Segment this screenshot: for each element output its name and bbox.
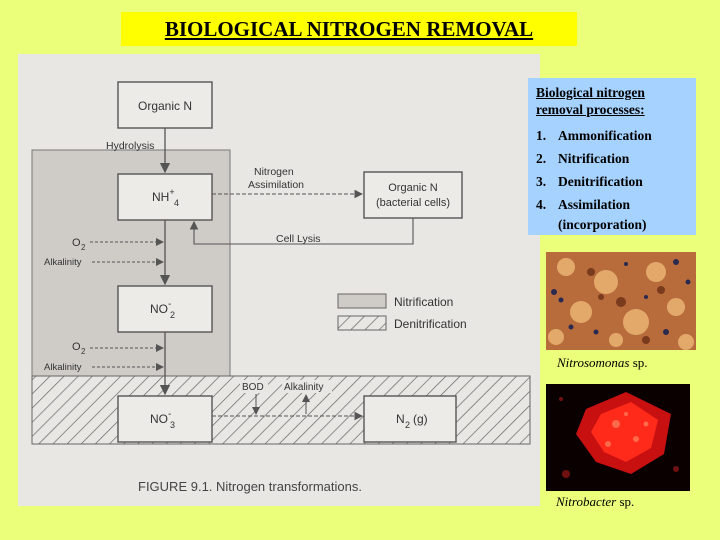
cell-lysis-label: Cell Lysis	[276, 233, 321, 245]
n2-suffix: (g)	[413, 412, 428, 426]
assimilation-label: Assimilation	[248, 179, 304, 191]
hydrolysis-label: Hydrolysis	[106, 140, 154, 152]
o2-sub-2: 2	[81, 347, 86, 356]
processes-heading: Biological nitrogen removal processes:	[536, 85, 645, 117]
alkalinity-label-1: Alkalinity	[44, 257, 82, 268]
no2-box	[117, 285, 213, 333]
alkalinity-label-2: Alkalinity	[44, 362, 82, 373]
nh4-subscript: 4	[174, 198, 179, 208]
nitrobacter-texture	[546, 384, 690, 491]
o2-sub-1: 2	[81, 243, 86, 252]
bacterial-cells-label-2: (bacterial cells)	[376, 197, 450, 209]
processes-info-box: Biological nitrogen removal processes: 1…	[528, 78, 696, 235]
process-item: 3.Denitrification	[536, 174, 643, 189]
nitrosomonas-caption: Nitrosomonas sp.	[557, 355, 648, 370]
nitrogen-transformations-figure: Organic N NH+ 4 NO- 2 NO- 3 N 2 (g) Orga…	[18, 54, 540, 506]
slide-title: BIOLOGICAL NITROGEN REMOVAL	[164, 16, 534, 41]
process-item: 1.Ammonification	[536, 128, 652, 143]
alkalinity-out-bg	[282, 380, 332, 393]
organic-n-label: Organic N	[138, 99, 192, 113]
no3-subscript: 3	[170, 420, 175, 430]
n2-label: N	[396, 412, 405, 426]
no2-subscript: 2	[170, 310, 175, 320]
process-item: 4.Assimilation(incorporation)	[536, 197, 647, 232]
bod-label-bg	[240, 380, 268, 393]
legend-nitrification-label: Nitrification	[394, 295, 453, 309]
bacterial-cells-label-1: Organic N	[388, 182, 438, 194]
process-item: 2.Nitrification	[536, 151, 630, 166]
legend-denitrification-swatch	[337, 315, 387, 331]
legend-nitrification-swatch	[337, 293, 387, 309]
nitrosomonas-texture	[546, 252, 696, 350]
nitrogen-label: Nitrogen	[254, 166, 294, 178]
arrow-cell-lysis	[189, 218, 414, 245]
n2-subscript: 2	[405, 420, 410, 430]
no2-label: NO-	[150, 299, 171, 316]
processes-list: 1.Ammonification 2.Nitrification 3.Denit…	[536, 124, 652, 235]
nitrobacter-micrograph	[546, 384, 690, 491]
no3-label: NO-	[150, 409, 171, 426]
nh4-label: NH+	[152, 187, 175, 204]
bod-label: BOD	[242, 382, 264, 393]
n2-box	[363, 395, 457, 443]
figure-svg: Organic N NH+ 4 NO- 2 NO- 3 N 2 (g) Orga…	[31, 81, 531, 494]
legend-denitrification-label: Denitrification	[394, 317, 467, 331]
o2-label-1: O	[72, 237, 81, 249]
alkalinity-out-label: Alkalinity	[284, 382, 323, 393]
no3-box	[117, 395, 213, 443]
o2-label-2: O	[72, 341, 81, 353]
bacterial-cells-box	[363, 171, 463, 219]
nh4-box	[117, 173, 213, 221]
nitrosomonas-micrograph	[546, 252, 696, 350]
figure-caption: FIGURE 9.1. Nitrogen transformations.	[138, 479, 362, 494]
nitrobacter-caption: Nitrobacter sp.	[556, 494, 635, 509]
slide-title-banner: BIOLOGICAL NITROGEN REMOVAL	[121, 12, 577, 46]
